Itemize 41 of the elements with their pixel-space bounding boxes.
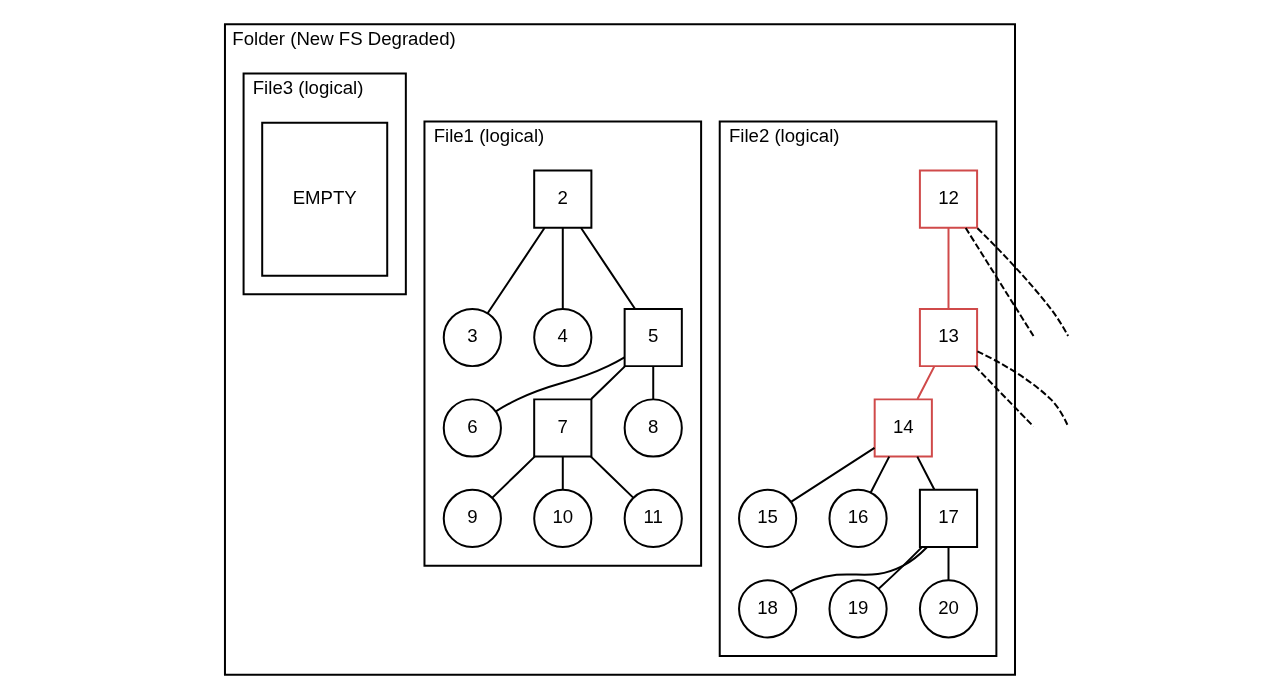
- connector: [869, 455, 890, 494]
- node-circle: 11: [623, 488, 683, 548]
- node-box: EMPTY: [260, 121, 388, 277]
- node-box: 2: [532, 169, 592, 229]
- node-circle: 8: [623, 398, 683, 458]
- node-box: 12: [918, 169, 978, 229]
- node-circle: 9: [442, 488, 502, 548]
- connector: [877, 546, 923, 590]
- connector: [789, 546, 928, 593]
- connector: [947, 546, 949, 581]
- connector: [579, 227, 636, 310]
- connector: [964, 227, 1034, 337]
- node-circle: 19: [827, 579, 888, 639]
- node-circle: 10: [532, 488, 592, 548]
- connector: [561, 455, 564, 491]
- connector: [789, 446, 875, 503]
- node-circle: 6: [442, 398, 502, 458]
- node-box: 13: [918, 307, 978, 368]
- connector: [589, 455, 634, 499]
- node-circle: 4: [532, 307, 592, 368]
- connector: [916, 365, 935, 401]
- node-circle: 16: [827, 488, 888, 548]
- node-circle: 15: [737, 488, 797, 548]
- connector: [561, 227, 564, 310]
- connector: [490, 455, 536, 499]
- node-box: 14: [873, 398, 933, 458]
- connector: [651, 365, 654, 401]
- connector: [947, 227, 949, 310]
- connector: [975, 227, 1069, 337]
- node-circle: 20: [918, 579, 978, 639]
- node-box: 7: [532, 398, 592, 458]
- node-box: 17: [918, 488, 978, 548]
- node-circle: 3: [442, 307, 502, 368]
- node-box: 5: [623, 307, 683, 368]
- connector: [915, 455, 935, 491]
- connector: [486, 227, 545, 315]
- connector: [973, 365, 1035, 428]
- connector: [494, 356, 625, 413]
- node-circle: 18: [737, 579, 797, 639]
- connector: [975, 350, 1069, 428]
- connector: [589, 365, 626, 401]
